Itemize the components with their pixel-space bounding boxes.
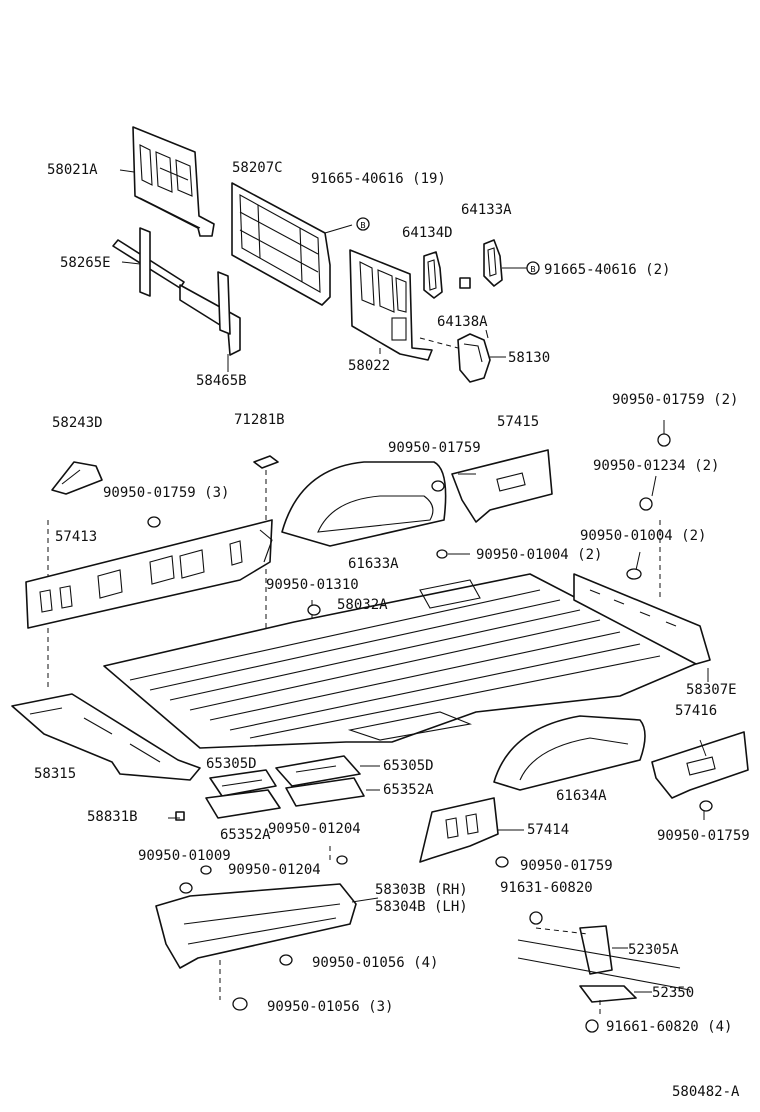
- label-58021A: 58021A: [47, 162, 98, 178]
- label-61634A: 61634A: [556, 788, 607, 804]
- label-64134D: 64134D: [402, 225, 453, 241]
- label-52305A: 52305A: [628, 942, 679, 958]
- side-piece-57415: [451, 449, 553, 523]
- frame-58207C: [231, 182, 353, 306]
- rear-sill-58307E: [573, 573, 711, 665]
- label-58243D: 58243D: [52, 415, 103, 431]
- label-90950-01759-b: 90950-01759: [657, 828, 750, 844]
- side-piece-57414: [419, 797, 499, 863]
- label-65305D-b: 65305D: [383, 758, 434, 774]
- label-61633A: 61633A: [348, 556, 399, 572]
- wheelhouse-61633A: [281, 461, 447, 547]
- bar-58265E: [112, 227, 185, 297]
- label-90950-01759-c: 90950-01759: [520, 858, 613, 874]
- tray-58303B-58304B: [155, 883, 379, 969]
- label-52350: 52350: [652, 985, 695, 1001]
- label-91661-60820-4: 91661-60820 (4): [606, 1019, 733, 1035]
- label-58207C: 58207C: [232, 160, 283, 176]
- label-91665-40616-2: 91665-40616 (2): [544, 262, 671, 278]
- label-90950-01004-2a: 90950-01004 (2): [580, 528, 707, 544]
- side-piece-57416: [651, 731, 749, 799]
- label-90950-01204-b: 90950-01204: [228, 862, 321, 878]
- label-91631-60820: 91631-60820: [500, 880, 593, 896]
- label-90950-01759-3: 90950-01759 (3): [103, 485, 230, 501]
- label-58307E: 58307E: [686, 682, 737, 698]
- label-90950-01234-2: 90950-01234 (2): [593, 458, 720, 474]
- bolt-58831B: [175, 811, 185, 821]
- label-58315: 58315: [34, 766, 77, 782]
- label-57416: 57416: [675, 703, 718, 719]
- label-90950-01759-2: 90950-01759 (2): [612, 392, 739, 408]
- label-90950-01009: 90950-01009: [138, 848, 231, 864]
- frame-rail-58315: [11, 693, 201, 781]
- label-91665-40616-19: 91665-40616 (19): [311, 171, 446, 187]
- front-panel-58021A: [132, 126, 215, 237]
- bracket-52305A: [517, 925, 691, 991]
- label-90950-01759-a: 90950-01759: [388, 440, 481, 456]
- side-panel-57413: [25, 519, 273, 629]
- label-90950-01056-4: 90950-01056 (4): [312, 955, 439, 971]
- label-58265E: 58265E: [60, 255, 111, 271]
- label-58831B: 58831B: [87, 809, 138, 825]
- label-58303B: 58303B (RH): [375, 882, 468, 898]
- label-90950-01056-3: 90950-01056 (3): [267, 999, 394, 1015]
- label-90950-01310: 90950-01310: [266, 577, 359, 593]
- pad-64134D: [423, 251, 443, 299]
- cover-58130: [419, 333, 506, 383]
- bolt-marker-top: B B: [356, 217, 540, 275]
- label-57413: 57413: [55, 529, 98, 545]
- label-58465B: 58465B: [196, 373, 247, 389]
- pad-64133A: [483, 239, 528, 287]
- label-90950-01204-a: 90950-01204: [268, 821, 361, 837]
- bolt-b-glyph: B: [530, 265, 536, 274]
- label-90950-01004-2b: 90950-01004 (2): [476, 547, 603, 563]
- label-57414: 57414: [527, 822, 570, 838]
- label-58022: 58022: [348, 358, 391, 374]
- floor-58032A: [103, 573, 701, 749]
- bracket-58465B: [179, 271, 241, 356]
- lid-65305D-right: [275, 755, 365, 807]
- bracket-52350: [579, 985, 637, 1003]
- label-64133A: 64133A: [461, 202, 512, 218]
- label-65352A-b: 65352A: [220, 827, 271, 843]
- label-57415: 57415: [497, 414, 540, 430]
- label-58032A: 58032A: [337, 597, 388, 613]
- label-71281B: 71281B: [234, 412, 285, 428]
- label-58304B: 58304B (LH): [375, 899, 468, 915]
- label-64138A: 64138A: [437, 314, 488, 330]
- lid-65305D-left: [205, 769, 281, 819]
- panel-58022: [349, 249, 433, 361]
- clip-64138A: [459, 277, 471, 289]
- wheelhouse-61634A: [493, 715, 646, 791]
- label-65352A-a: 65352A: [383, 782, 434, 798]
- fasteners: [147, 433, 713, 1033]
- label-58130: 58130: [508, 350, 551, 366]
- bolt-b-glyph: B: [360, 221, 366, 230]
- label-65305D-a: 65305D: [206, 756, 257, 772]
- diagram-id: 580482-A: [672, 1084, 740, 1100]
